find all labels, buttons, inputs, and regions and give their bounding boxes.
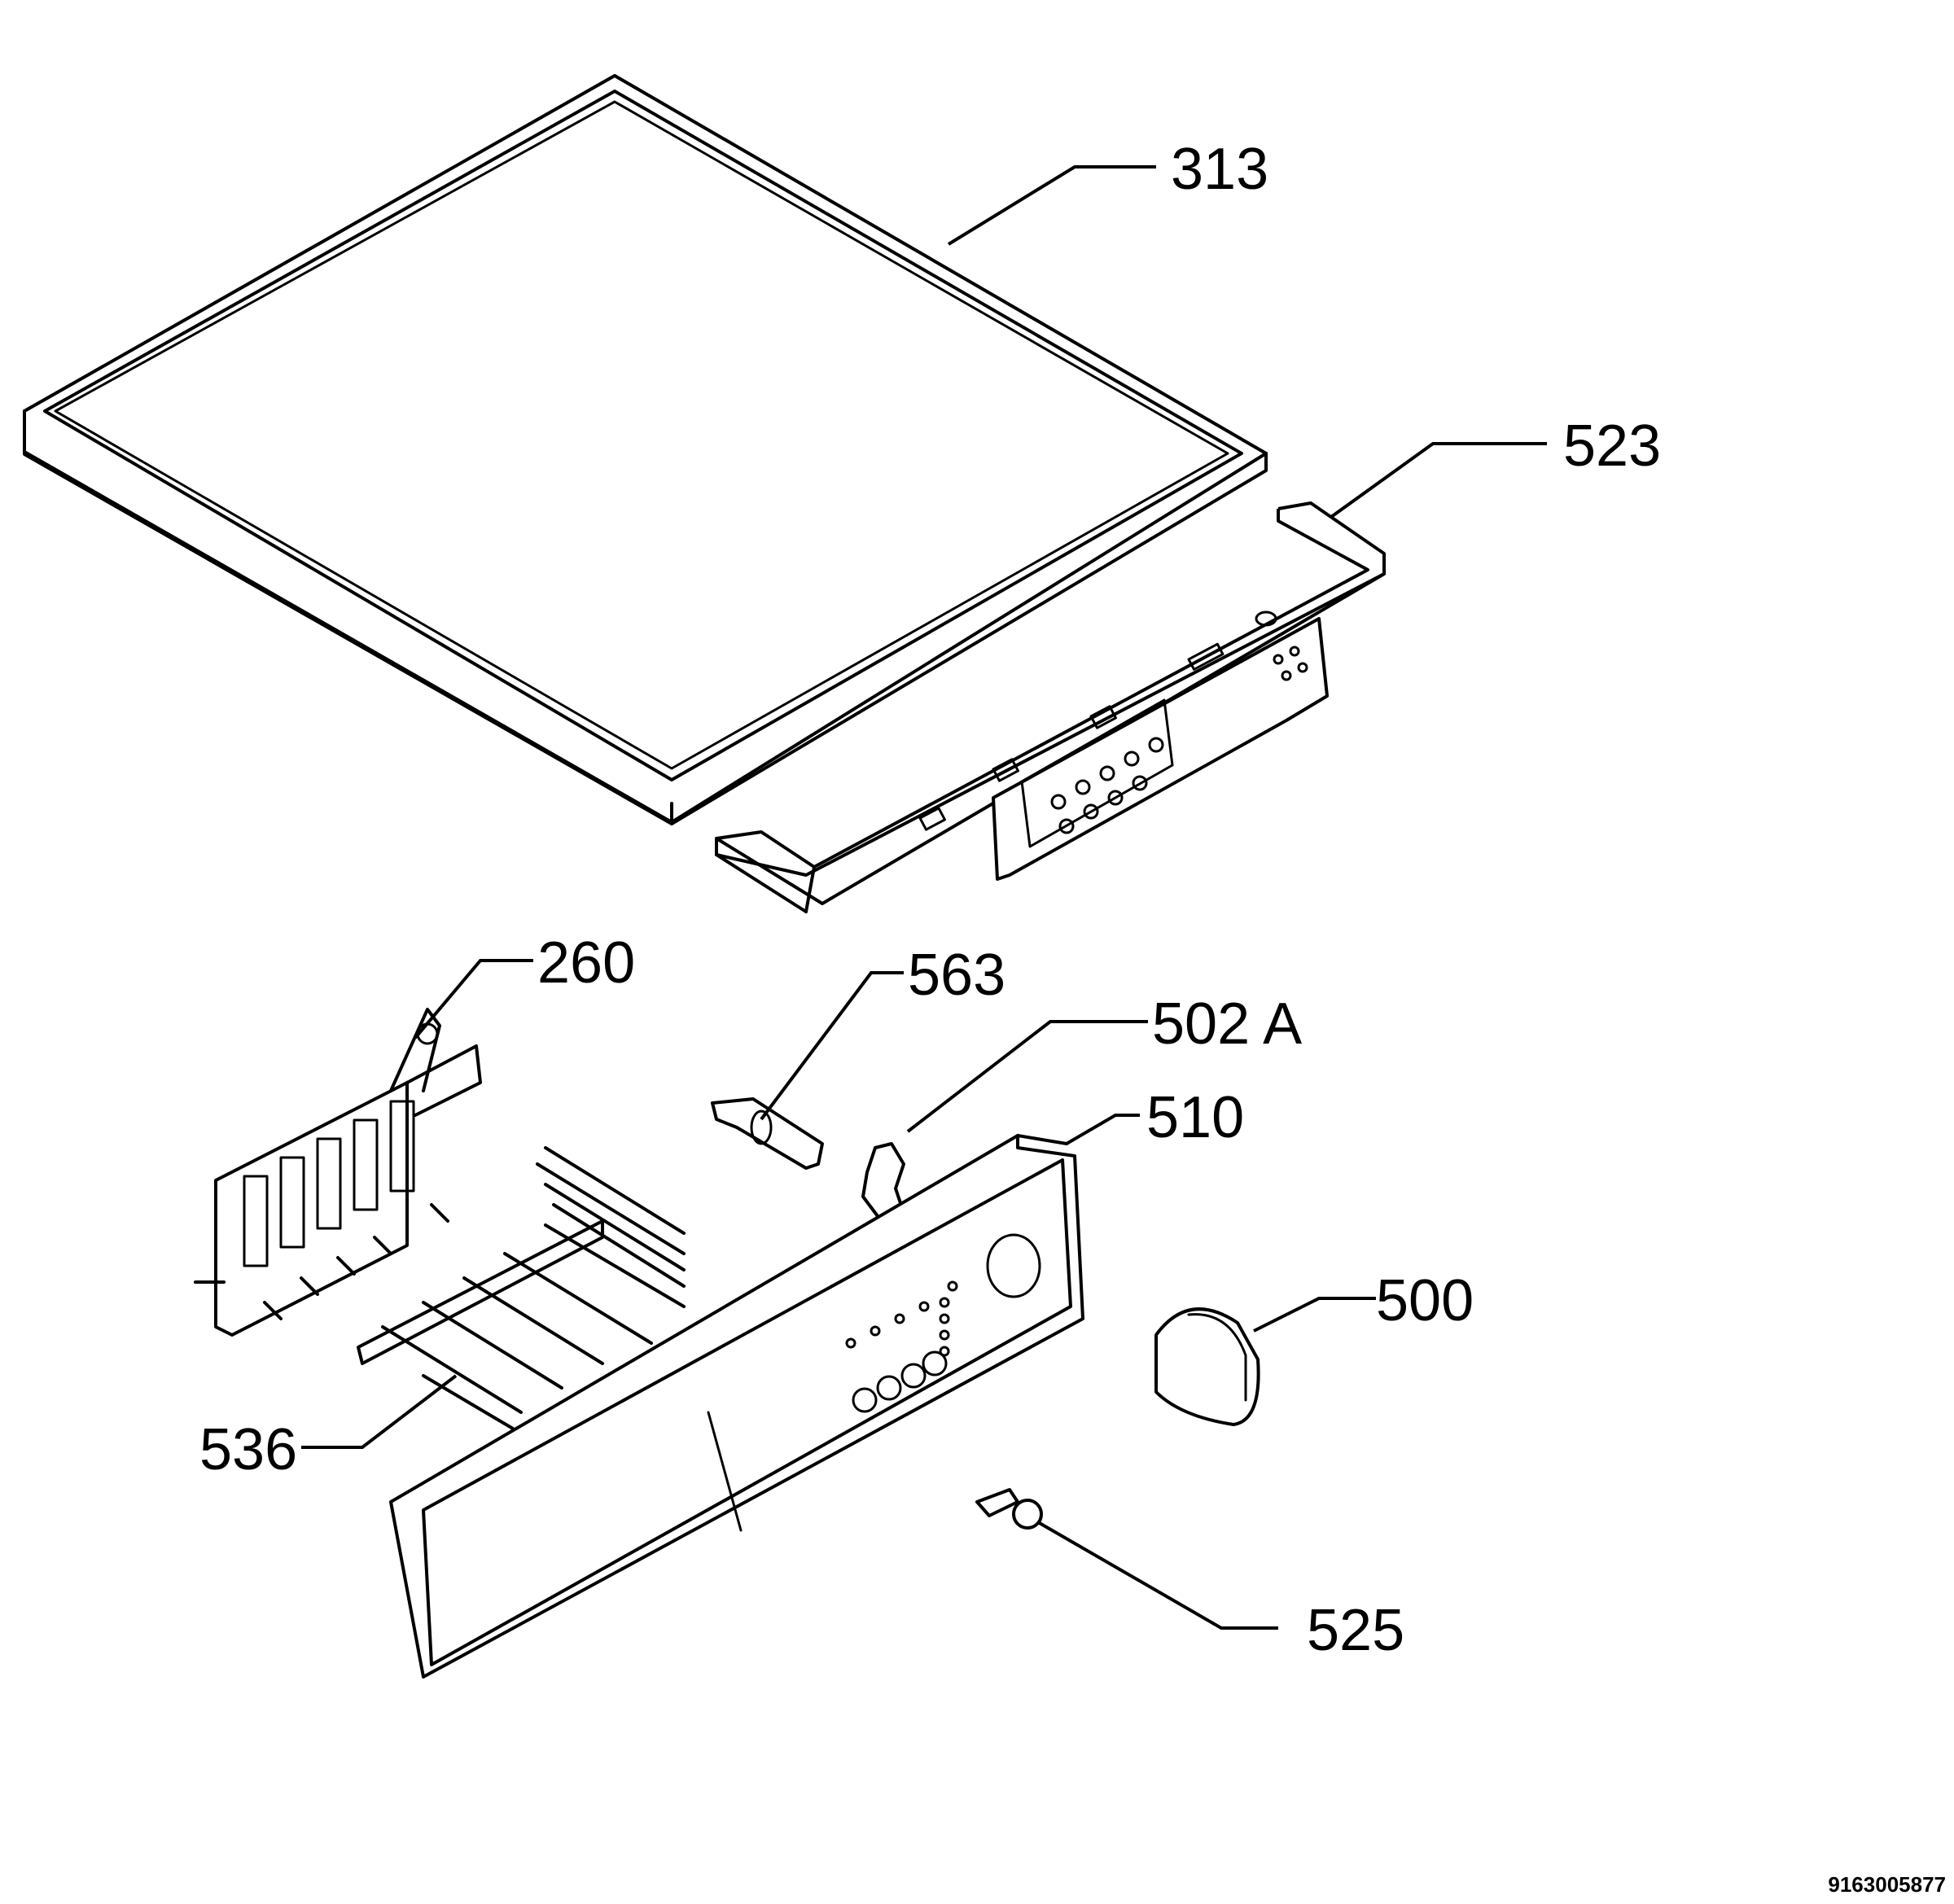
callout-260: 260 xyxy=(537,930,635,996)
document-number: 9163005877 xyxy=(1828,1872,1946,1897)
callout-536: 536 xyxy=(199,1417,297,1482)
callout-500: 500 xyxy=(1376,1268,1474,1333)
callout-510: 510 xyxy=(1146,1085,1244,1150)
callout-502a: 502 A xyxy=(1152,991,1302,1057)
part-500-knob xyxy=(1154,1307,1260,1426)
part-525-pin xyxy=(975,1488,1043,1530)
callout-563: 563 xyxy=(908,943,1005,1008)
part-260-selector-frame xyxy=(194,1008,482,1337)
callout-525: 525 xyxy=(1307,1598,1404,1663)
part-563-shaft xyxy=(711,1097,824,1170)
part-313-top-lid xyxy=(23,74,1268,825)
part-523-control-bracket xyxy=(715,501,1386,913)
callout-313: 313 xyxy=(1171,137,1268,202)
part-536-pushrod-assembly xyxy=(357,1146,686,1430)
callout-labels: 313 523 260 563 502 A 510 500 536 525 xyxy=(199,137,1661,1663)
leader-lines xyxy=(301,165,1547,1630)
callout-523: 523 xyxy=(1563,414,1661,479)
part-510-control-panel xyxy=(389,1134,1084,1679)
